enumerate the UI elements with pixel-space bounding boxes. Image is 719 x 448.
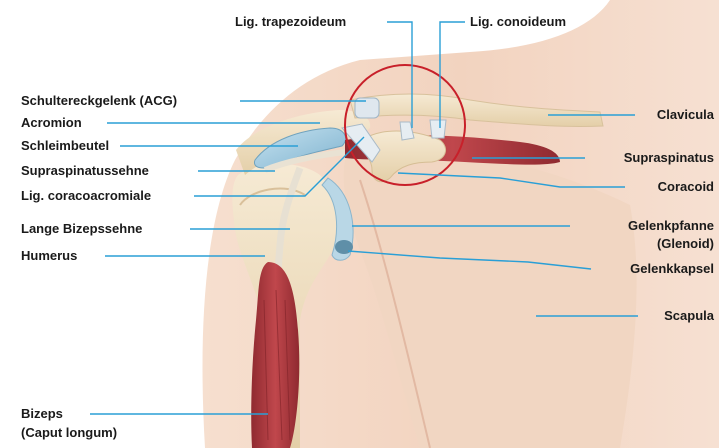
- label-lange-bizepssehne: Lange Bizepssehne: [21, 221, 142, 237]
- label-bizeps: Bizeps: [21, 406, 63, 422]
- label-gelenkpfanne: Gelenkpfanne: [628, 218, 714, 234]
- label-scapula: Scapula: [664, 308, 714, 324]
- label-schleimbeutel: Schleimbeutel: [21, 138, 109, 154]
- label-acromion: Acromion: [21, 115, 82, 131]
- label-coracoid: Coracoid: [658, 179, 714, 195]
- label-lig-conoideum: Lig. conoideum: [470, 14, 566, 30]
- label-humerus: Humerus: [21, 248, 77, 264]
- label-lig-coracoacromiale: Lig. coracoacromiale: [21, 188, 151, 204]
- label-gelenkkapsel: Gelenkkapsel: [630, 261, 714, 277]
- lig-conoideum-shape: [430, 120, 446, 138]
- label-glenoid: (Glenoid): [657, 236, 714, 252]
- label-bizeps-caput-longum: (Caput longum): [21, 425, 117, 441]
- label-supraspinatus: Supraspinatus: [624, 150, 714, 166]
- label-schultereckgelenk: Schultereckgelenk (ACG): [21, 93, 177, 109]
- label-supraspinatussehne: Supraspinatussehne: [21, 163, 149, 179]
- label-lig-trapezoideum: Lig. trapezoideum: [235, 14, 346, 30]
- joint-capsule: [335, 240, 353, 254]
- label-clavicula: Clavicula: [657, 107, 714, 123]
